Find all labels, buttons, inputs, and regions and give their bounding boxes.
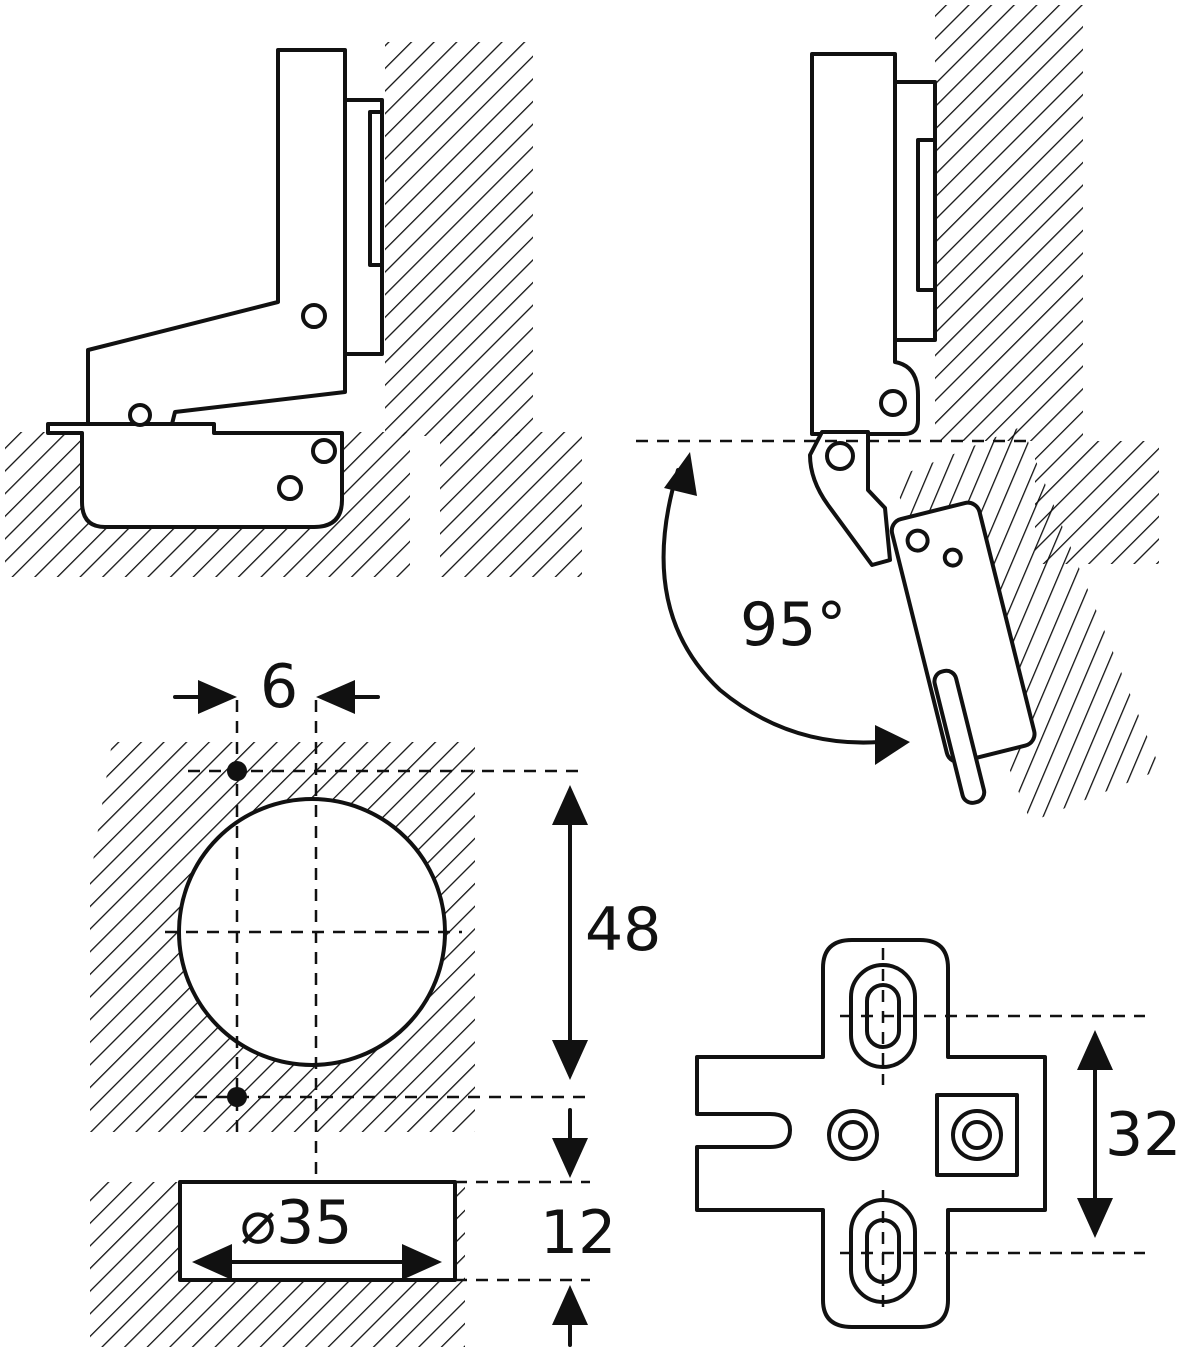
square-fixing-inner <box>962 1120 992 1150</box>
arm-screw <box>301 303 327 329</box>
link-pivot <box>825 441 855 471</box>
closed-hinge-view <box>5 42 582 577</box>
angle-arc <box>661 468 882 745</box>
top-screw-mark <box>227 761 247 781</box>
mounting-plate-view: 32 <box>695 938 1181 1329</box>
spacing-arrow-bottom <box>552 1040 588 1080</box>
cabinet-wall-hatch-2 <box>935 5 1083 441</box>
hinge-arm <box>86 48 347 434</box>
diameter-arrow-left <box>192 1244 232 1280</box>
cup-section-view: ⌀35 12 <box>90 1108 616 1347</box>
door-panel-hatch-right <box>440 432 582 577</box>
hinge-arm-2 <box>810 52 920 436</box>
depth-arrow-top <box>552 1138 588 1178</box>
depth-arrow-bottom <box>552 1285 588 1325</box>
mounting-plate-2 <box>893 80 937 342</box>
angle-arrow-top <box>664 452 697 496</box>
diameter-arrow-right <box>402 1244 442 1280</box>
open-cup-screw-2 <box>942 547 963 568</box>
open-cup <box>889 500 1037 764</box>
drilling-pattern-view: 6 48 <box>90 652 661 1180</box>
open-cup-edge <box>932 668 987 805</box>
mounting-plate-2-slot <box>916 138 937 292</box>
cabinet-wall-hatch <box>385 42 533 436</box>
arm-screw-2 <box>879 389 907 417</box>
open-cup-screw-1 <box>905 528 930 553</box>
center-screw-inner <box>838 1120 868 1150</box>
open-hinge-view: 95° <box>636 5 1161 822</box>
hinge-cup <box>46 422 344 529</box>
depth-label: 12 <box>540 1198 616 1268</box>
mounting-plate-slot <box>368 110 382 267</box>
plate-spacing-label: 32 <box>1105 1100 1181 1170</box>
spacing-label: 48 <box>585 895 661 965</box>
diameter-label: ⌀35 <box>240 1188 352 1258</box>
angle-arrow-bottom <box>875 725 910 765</box>
cup-pivot <box>128 403 152 427</box>
cup-screw-2 <box>277 475 303 501</box>
offset-arrow-right <box>316 680 355 714</box>
lower-slot-inner <box>865 1218 901 1284</box>
angle-label: 95° <box>740 590 846 660</box>
cup-screw-1 <box>311 438 337 464</box>
plate-arrow-bottom <box>1077 1198 1113 1238</box>
mounting-plate <box>343 98 384 356</box>
offset-label: 6 <box>260 652 298 722</box>
plate-arrow-top <box>1077 1030 1113 1070</box>
offset-arrow-left <box>198 680 237 714</box>
bottom-screw-mark <box>227 1087 247 1107</box>
spacing-arrow-top <box>552 785 588 825</box>
